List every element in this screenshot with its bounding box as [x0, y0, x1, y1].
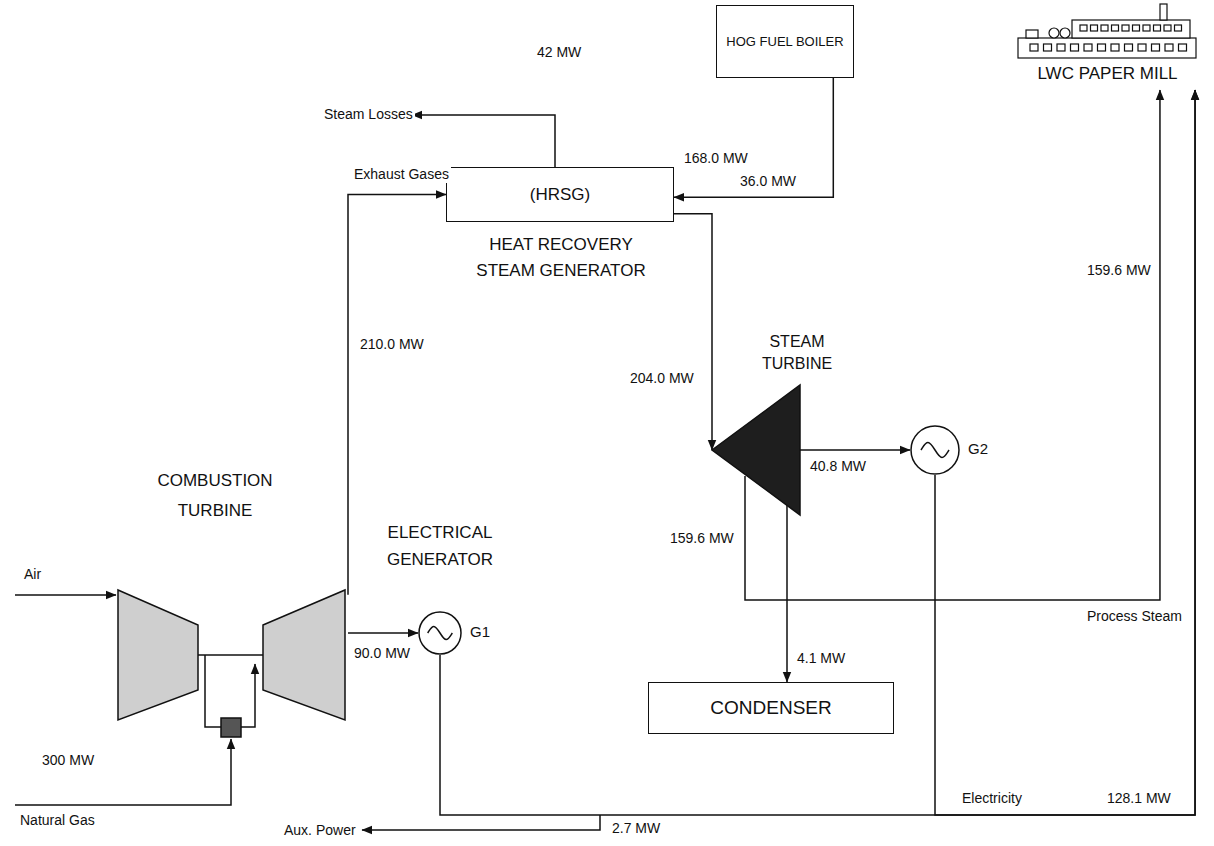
flow-connector — [348, 632, 418, 634]
sine-symbol — [921, 443, 949, 458]
flow-value: 128.1 MW — [1105, 790, 1173, 807]
generator-symbol: G2 — [910, 425, 960, 475]
flow-connector — [440, 90, 1195, 815]
combustion-turbine-symbol-outline — [115, 588, 348, 722]
flow-value: 210.0 MW — [358, 336, 426, 353]
turbine-shape — [263, 590, 345, 720]
generator-symbol: ELECTRICAL GENERATORG1 — [418, 611, 462, 655]
combustor-to-turbine-line — [241, 664, 255, 727]
gas-supply-line — [15, 739, 231, 805]
flow-annotation: 168.0 MW — [682, 150, 750, 167]
flow-annotation: Natural Gas — [18, 812, 97, 829]
flow-value: 36.0 MW — [738, 173, 798, 190]
mill-building — [1018, 4, 1196, 58]
sine-symbol — [428, 626, 453, 639]
flow-connector — [674, 214, 712, 450]
flow-annotation: Steam Losses — [322, 106, 415, 123]
flow-annotation: Aux. Power — [282, 822, 358, 839]
aux-power-line — [362, 815, 600, 830]
node-label: (HRSG) — [524, 181, 596, 209]
node-heading: STEAM TURBINE — [742, 331, 852, 375]
flow-connector — [786, 505, 788, 682]
generator-symbol-outline — [418, 611, 462, 655]
generator-tag: G1 — [470, 623, 490, 640]
flow-value: 90.0 MW — [352, 645, 412, 662]
flow-value: 204.0 MW — [628, 370, 696, 387]
steam-turbine-triangle — [712, 385, 800, 515]
node-heading: HEAT RECOVERY STEAM GENERATOR — [469, 232, 654, 284]
generator-circle — [419, 612, 461, 654]
node-heading: LWC PAPER MILL — [1010, 64, 1205, 84]
paper-mill-icon: LWC PAPER MILL — [1010, 2, 1205, 90]
flow-connector — [800, 449, 910, 451]
generator-circle — [911, 426, 959, 474]
compressor-shape — [118, 590, 198, 720]
flow-connector — [935, 90, 1195, 815]
flow-annotation: Electricity — [960, 790, 1024, 807]
flow-value: 40.8 MW — [808, 458, 868, 475]
generator-tag: G2 — [968, 440, 988, 457]
node-heading: ELECTRICAL GENERATOR — [360, 519, 520, 573]
combustion-turbine-symbol: COMBUSTION TURBINE — [115, 588, 348, 722]
flow-annotation: Process Steam — [1085, 608, 1184, 625]
flow-annotation: 42 MW — [535, 44, 583, 61]
flow-annotation: 300 MW — [40, 752, 96, 769]
steam-turbine-symbol-outline — [712, 385, 800, 515]
node-heading: COMBUSTION TURBINE — [140, 466, 290, 526]
flow-annotation: Air — [22, 566, 43, 583]
flow-annotation: Exhaust Gases — [352, 166, 451, 183]
flow-annotation: 2.7 MW — [610, 820, 662, 837]
shaft-line — [198, 654, 263, 656]
node-label: CONDENSER — [704, 693, 837, 723]
flow-annotation: 159.6 MW — [1085, 262, 1153, 279]
combustor-symbol — [221, 718, 241, 737]
hrsg-box: (HRSG)HEAT RECOVERY STEAM GENERATOR — [446, 167, 674, 222]
flow-value: 159.6 MW — [668, 530, 736, 547]
steam-turbine-symbol: STEAM TURBINE — [712, 385, 800, 515]
boiler-box: HOG FUEL BOILER — [716, 5, 854, 78]
generator-symbol-outline — [910, 425, 960, 475]
steam-loss-line — [412, 115, 555, 167]
air-inlet-line — [15, 594, 116, 596]
compressor-to-combustor-line — [205, 655, 221, 727]
node-label: HOG FUEL BOILER — [720, 28, 849, 55]
condenser-box: CONDENSER — [648, 682, 894, 734]
flow-connector — [674, 78, 833, 197]
flow-value: 4.1 MW — [795, 650, 847, 667]
